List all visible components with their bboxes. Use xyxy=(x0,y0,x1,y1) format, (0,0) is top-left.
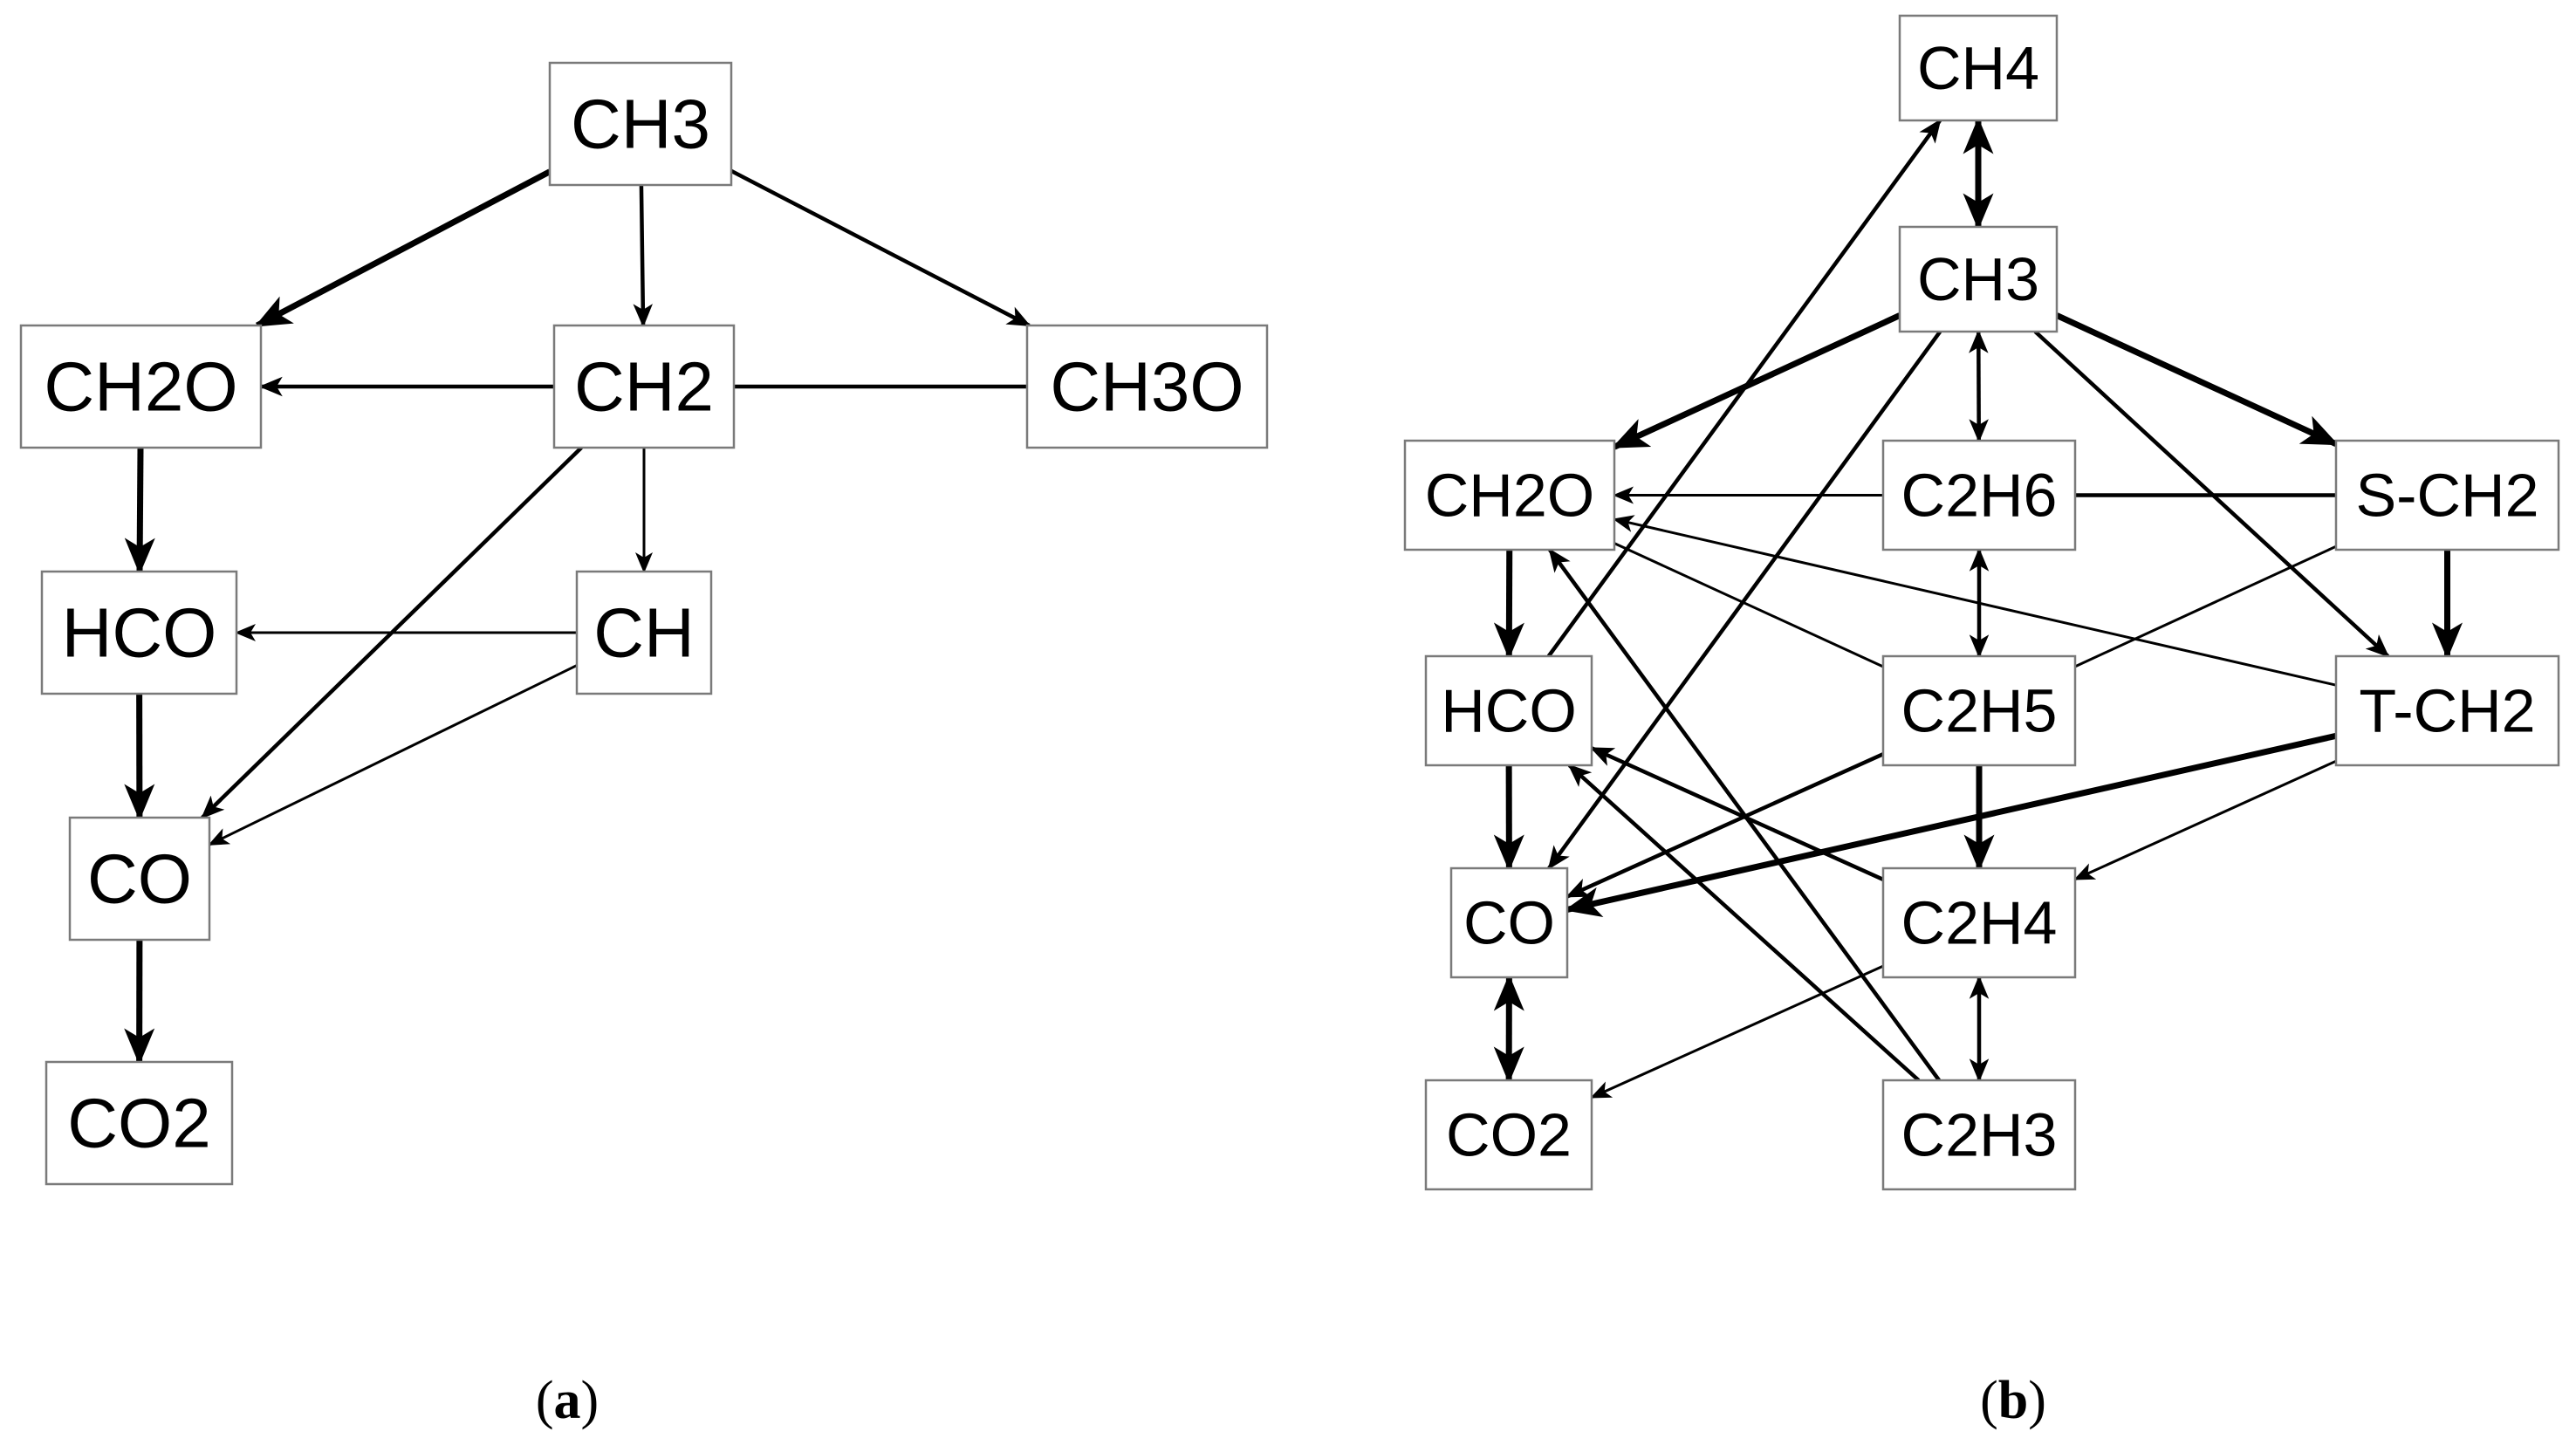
a-node-label-ch: CH xyxy=(593,594,695,672)
b-node-ch2o: CH2O xyxy=(1403,439,1616,551)
a-node-ch2: CH2 xyxy=(552,324,736,449)
diagram-b-edges xyxy=(1493,117,2463,1099)
b-node-c2h4: C2H4 xyxy=(1881,866,2077,979)
b-node-tch2: T-CH2 xyxy=(2334,654,2560,767)
caption-b-letter: b xyxy=(1998,1371,2028,1430)
b-edge-tch2-to-c2h4 xyxy=(2073,759,2337,881)
a-node-box-co xyxy=(68,816,211,942)
b-edge-c2h3-to-hco xyxy=(1567,764,1921,1082)
diagram-a-edges xyxy=(124,168,1031,1065)
b-node-box-c2h3 xyxy=(1881,1079,2077,1191)
b-node-label-ch2o: CH2O xyxy=(1425,462,1594,530)
b-edge-tch2-to-ch2o xyxy=(1613,515,2337,687)
a-node-label-ch3o: CH3O xyxy=(1050,348,1243,426)
b-node-label-c2h5: C2H5 xyxy=(1901,677,2058,745)
a-node-label-co: CO xyxy=(87,840,192,918)
a-edge-ch3-to-ch3o xyxy=(730,168,1031,327)
b-node-label-co: CO xyxy=(1463,889,1555,957)
a-node-label-ch2o: CH2O xyxy=(44,348,237,426)
b-node-box-sch2 xyxy=(2334,439,2560,551)
a-node-label-hco: HCO xyxy=(62,594,217,672)
b-node-label-tch2: T-CH2 xyxy=(2359,677,2535,745)
a-node-hco: HCO xyxy=(40,570,238,695)
caption-a: (a) xyxy=(536,1371,599,1430)
b-edge-ch3-to-c2h6 xyxy=(1969,329,1989,443)
a-node-co: CO xyxy=(68,816,211,942)
b-node-ch3: CH3 xyxy=(1898,225,2059,333)
b-node-label-c2h6: C2H6 xyxy=(1901,462,2058,530)
b-edge-sch2-to-c2h5 xyxy=(2074,544,2337,668)
b-node-c2h3: C2H3 xyxy=(1881,1079,2077,1191)
b-node-c2h6: C2H6 xyxy=(1881,439,2077,551)
b-node-box-ch3 xyxy=(1898,225,2059,333)
b-edge-ch2o-to-c2h5 xyxy=(1613,542,1884,668)
b-node-sch2: S-CH2 xyxy=(2334,439,2560,551)
b-node-box-co xyxy=(1449,866,1569,979)
b-node-co: CO xyxy=(1449,866,1569,979)
a-node-box-ch3o xyxy=(1025,324,1269,449)
b-node-hco: HCO xyxy=(1424,654,1593,767)
a-edge-ch3-to-ch2 xyxy=(633,184,653,328)
a-node-box-ch2 xyxy=(552,324,736,449)
b-edge-c2h4-to-co2 xyxy=(1590,964,1884,1099)
b-node-label-c2h3: C2H3 xyxy=(1901,1101,2058,1169)
a-node-box-ch3 xyxy=(548,61,733,187)
b-node-c2h5: C2H5 xyxy=(1881,654,2077,767)
b-node-ch4: CH4 xyxy=(1898,14,2059,122)
b-edge-ch3-to-ch2o xyxy=(1611,312,1901,450)
a-node-box-ch xyxy=(575,570,713,695)
a-node-label-ch2: CH2 xyxy=(574,348,714,426)
b-node-box-hco xyxy=(1424,654,1593,767)
b-node-box-c2h4 xyxy=(1881,866,2077,979)
a-node-ch3: CH3 xyxy=(548,61,733,187)
a-node-ch2o: CH2O xyxy=(19,324,263,449)
b-node-label-hco: HCO xyxy=(1441,677,1577,745)
b-node-box-c2h6 xyxy=(1881,439,2077,551)
a-node-label-co2: CO2 xyxy=(67,1085,211,1162)
b-edge-c2h5-to-co xyxy=(1565,752,1884,899)
a-node-ch: CH xyxy=(575,570,713,695)
b-node-box-ch4 xyxy=(1898,14,2059,122)
b-node-label-c2h4: C2H4 xyxy=(1901,889,2058,957)
a-node-box-co2 xyxy=(45,1060,234,1186)
caption-a-letter: a xyxy=(554,1371,581,1430)
b-node-box-ch2o xyxy=(1403,439,1616,551)
a-edge-ch3-to-ch2o xyxy=(254,168,552,329)
b-edge-c2h4-to-hco xyxy=(1589,746,1884,881)
b-node-label-co2: CO2 xyxy=(1446,1101,1572,1169)
b-edge-ch3-to-sch2 xyxy=(2055,312,2340,447)
b-node-label-sch2: S-CH2 xyxy=(2355,462,2538,530)
b-node-co2: CO2 xyxy=(1424,1079,1593,1191)
a-node-label-ch3: CH3 xyxy=(571,86,710,163)
b-node-box-co2 xyxy=(1424,1079,1593,1191)
a-node-ch3o: CH3O xyxy=(1025,324,1269,449)
b-node-label-ch3: CH3 xyxy=(1917,245,2039,313)
b-node-box-c2h5 xyxy=(1881,654,2077,767)
a-edge-ch-to-co xyxy=(208,664,578,846)
b-edge-ch3-to-co xyxy=(1547,330,1942,870)
a-node-box-ch2o xyxy=(19,324,263,449)
b-node-label-ch4: CH4 xyxy=(1917,34,2039,102)
b-node-box-tch2 xyxy=(2334,654,2560,767)
a-node-box-hco xyxy=(40,570,238,695)
a-node-co2: CO2 xyxy=(45,1060,234,1186)
caption-b: (b) xyxy=(1980,1371,2046,1430)
